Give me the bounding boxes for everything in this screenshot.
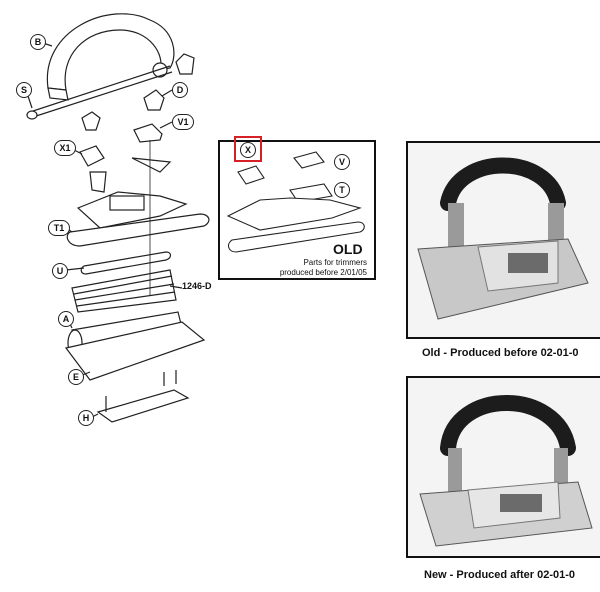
callout-t: T [334, 182, 350, 198]
callout-h: H [78, 410, 94, 426]
old-panel-note: Parts for trimmers produced before 2/01/… [280, 258, 367, 278]
highlight-box [234, 136, 262, 162]
handle-part [46, 13, 175, 91]
new-photo-caption: New - Produced after 02-01-0 [424, 569, 575, 581]
old-trimmer-illustration [417, 157, 589, 320]
callout-v: V [334, 154, 350, 170]
callout-s: S [16, 82, 32, 98]
new-trimmer-illustration [419, 395, 593, 547]
callout-b: B [30, 34, 46, 50]
callout-u: U [52, 263, 68, 279]
part-number-label: 1246-D [182, 281, 212, 291]
old-parts-panel: V T OLD Parts for trimmers produced befo… [218, 140, 376, 280]
old-product-photo [406, 141, 600, 339]
old-note-line2: produced before 2/01/05 [279, 268, 367, 277]
old-parts-drawing [226, 151, 365, 253]
callout-a: A [58, 311, 74, 327]
callout-x: X [240, 142, 256, 158]
old-panel-title: OLD [333, 241, 363, 257]
callout-e: E [68, 369, 84, 385]
old-photo-caption: Old - Produced before 02-01-0 [422, 347, 579, 359]
callout-v1: V1 [172, 114, 194, 130]
callout-x1: X1 [54, 140, 76, 156]
old-note-line1: Parts for trimmers [303, 258, 367, 267]
callout-t1: T1 [48, 220, 70, 236]
callout-d: D [172, 82, 188, 98]
new-product-photo [406, 376, 600, 558]
